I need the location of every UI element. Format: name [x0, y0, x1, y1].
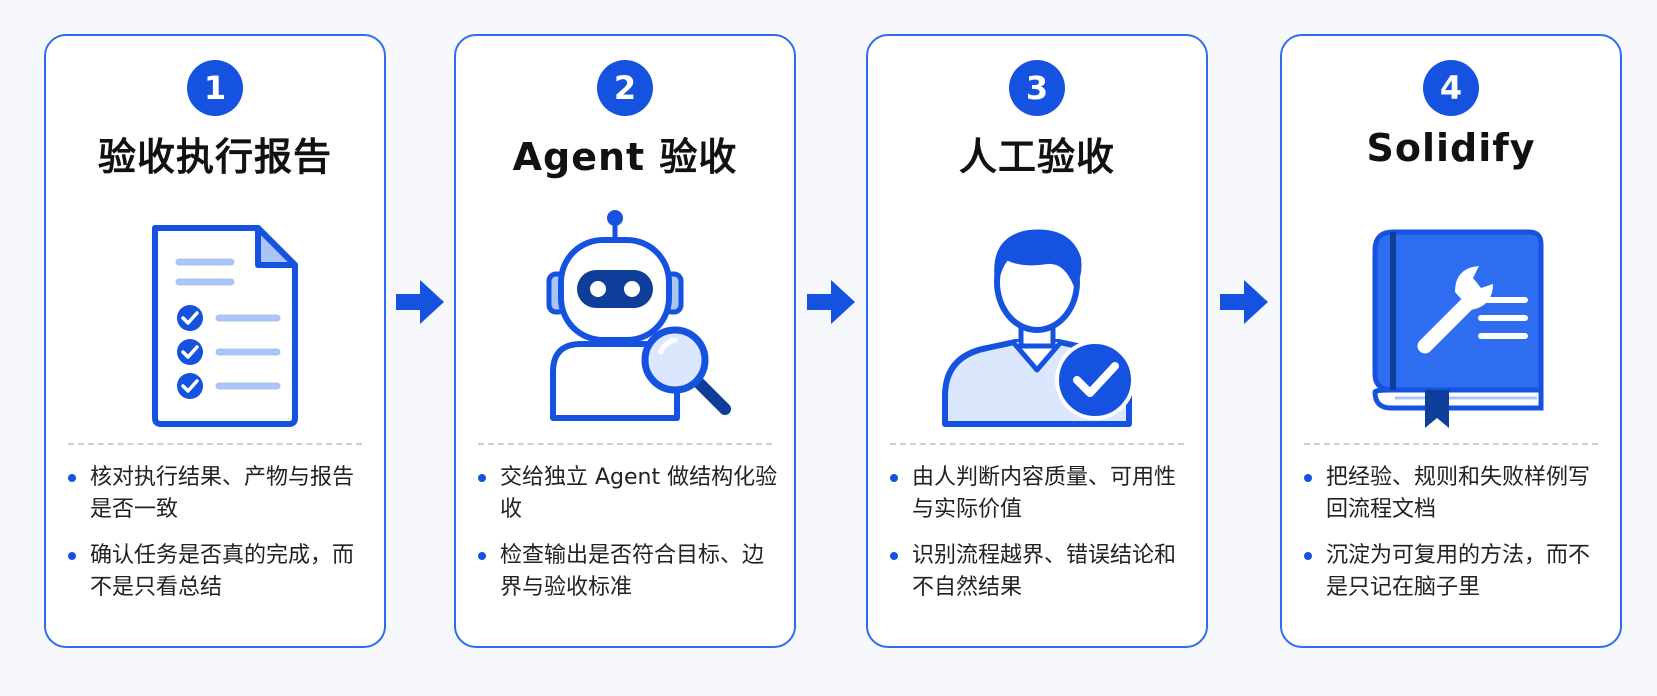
- step-title: Solidify: [1366, 126, 1536, 170]
- step-card-1: 1 验收执行报告 核对执行结果、产物与报告是否一致 确认任务是否真的完成，而不是…: [44, 34, 386, 648]
- person-check-icon: [942, 229, 1135, 427]
- book-wrench-icon: [1372, 229, 1544, 428]
- bullet-dot: [478, 552, 486, 560]
- bullet-list: 把经验、规则和失败样例写回流程文档 沉淀为可复用的方法，而不是只记在脑子里: [1304, 462, 1604, 618]
- arrow-right-icon: [1220, 280, 1268, 324]
- step-title: 验收执行报告: [97, 135, 332, 179]
- list-item: 沉淀为可复用的方法，而不是只记在脑子里: [1304, 540, 1604, 604]
- list-item: 把经验、规则和失败样例写回流程文档: [1304, 462, 1604, 526]
- bullet-text: 由人判断内容质量、可用性与实际价值: [912, 465, 1177, 522]
- step-number-badge: 1: [187, 60, 243, 116]
- bullet-text: 核对执行结果、产物与报告是否一致: [90, 465, 355, 522]
- list-item: 交给独立 Agent 做结构化验收: [478, 462, 778, 526]
- bullet-list: 核对执行结果、产物与报告是否一致 确认任务是否真的完成，而不是只看总结: [68, 462, 368, 618]
- step-title: 人工验收: [958, 135, 1115, 179]
- bullet-text: 把经验、规则和失败样例写回流程文档: [1326, 465, 1591, 522]
- bullet-text: 沉淀为可复用的方法，而不是只记在脑子里: [1326, 543, 1591, 600]
- bullet-text: 确认任务是否真的完成，而不是只看总结: [90, 543, 355, 600]
- arrow-right-icon: [396, 280, 444, 324]
- bullet-dot: [890, 552, 898, 560]
- step-number-badge: 4: [1423, 60, 1479, 116]
- list-item: 识别流程越界、错误结论和不自然结果: [890, 540, 1190, 604]
- bullet-dot: [1304, 474, 1312, 482]
- bullet-text: 识别流程越界、错误结论和不自然结果: [912, 543, 1177, 600]
- robot-magnifier-icon: [546, 210, 731, 421]
- bullet-dot: [890, 474, 898, 482]
- divider: [68, 443, 362, 445]
- list-item: 由人判断内容质量、可用性与实际价值: [890, 462, 1190, 526]
- bullet-dot: [478, 474, 486, 482]
- bullet-dot: [1304, 552, 1312, 560]
- bullet-text: 交给独立 Agent 做结构化验收: [500, 465, 778, 522]
- step-number-badge: 3: [1009, 60, 1065, 116]
- step-title: Agent 验收: [512, 135, 738, 179]
- bullet-dot: [68, 552, 76, 560]
- divider: [1304, 443, 1598, 445]
- bullet-list: 由人判断内容质量、可用性与实际价值 识别流程越界、错误结论和不自然结果: [890, 462, 1190, 618]
- arrow-right-icon: [807, 280, 855, 324]
- bullet-dot: [68, 474, 76, 482]
- step-number-badge: 2: [597, 60, 653, 116]
- bullet-text: 检查输出是否符合目标、边界与验收标准: [500, 543, 765, 600]
- step-card-3: 3 人工验收 由人判断内容质量、可用性与实际价值 识别流程越界、错误结论和不自然…: [866, 34, 1208, 648]
- step-card-2: 2 Agent 验收 交给独立 Agent 做结构化验收 检查输出是否符合目标、…: [454, 34, 796, 648]
- list-item: 检查输出是否符合目标、边界与验收标准: [478, 540, 778, 604]
- step-card-4: 4 Solidify 把经验、规则和失败样例写回流程文档 沉淀为可复用的方法，而…: [1280, 34, 1622, 648]
- divider: [890, 443, 1184, 445]
- list-item: 核对执行结果、产物与报告是否一致: [68, 462, 368, 526]
- list-item: 确认任务是否真的完成，而不是只看总结: [68, 540, 368, 604]
- document-checklist-icon: [152, 225, 298, 427]
- bullet-list: 交给独立 Agent 做结构化验收 检查输出是否符合目标、边界与验收标准: [478, 462, 778, 618]
- divider: [478, 443, 772, 445]
